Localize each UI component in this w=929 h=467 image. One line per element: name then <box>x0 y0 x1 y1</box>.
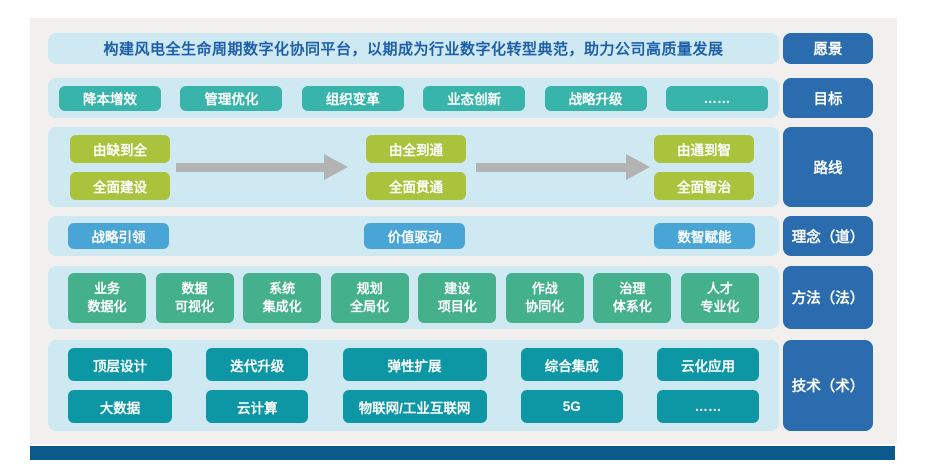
arrow-right-icon <box>176 154 348 180</box>
tech-chip: 顶层设计 <box>68 348 172 381</box>
side-label-route: 路线 <box>783 127 873 207</box>
principle-chip: 价值驱动 <box>364 223 465 249</box>
side-label-vision: 愿景 <box>783 33 873 64</box>
technologies-row: 顶层设计 大数据 迭代升级 云计算 弹性扩展 物联网/工业互联网 综合集成 5G… <box>48 340 779 431</box>
side-label-principles: 理念（道） <box>783 216 873 256</box>
tech-chip-ellipsis: …… <box>657 390 759 423</box>
vision-banner: 构建风电全生命周期数字化协同平台，以期成为行业数字化转型典范，助力公司高质量发展 <box>48 33 779 64</box>
tech-column: 综合集成 5G <box>520 348 623 423</box>
tech-chip: 5G <box>520 390 623 423</box>
tech-chip: 迭代升级 <box>206 348 309 381</box>
method-chip: 业务 数据化 <box>68 272 146 323</box>
tech-chip: 弹性扩展 <box>342 348 487 381</box>
goal-chip-ellipsis: …… <box>665 85 768 111</box>
method-chip: 作战 协同化 <box>505 272 584 323</box>
goal-chip: 业态创新 <box>423 85 526 111</box>
route-phase-chip: 由通到智 <box>654 135 754 163</box>
methods-row: 业务 数据化 数据 可视化 系统 集成化 规划 全局化 建设 项目化 作战 协同… <box>48 266 779 329</box>
route-row: 由缺到全 全面建设 由全到通 全面贯通 由通到智 全面智治 <box>48 127 779 207</box>
goals-row: 降本增效 管理优化 组织变革 业态创新 战略升级 …… <box>48 78 779 118</box>
method-chip: 治理 体系化 <box>593 272 672 323</box>
tech-chip: 物联网/工业互联网 <box>342 390 487 423</box>
method-chip: 建设 项目化 <box>418 272 497 323</box>
framework-panel: 构建风电全生命周期数字化协同平台，以期成为行业数字化转型典范，助力公司高质量发展… <box>30 18 897 444</box>
principle-chip: 数智赋能 <box>654 223 755 249</box>
tech-chip: 大数据 <box>68 390 172 423</box>
route-phase-chip: 由全到通 <box>366 135 466 163</box>
tech-column: 云化应用 …… <box>657 348 759 423</box>
tech-column: 顶层设计 大数据 <box>68 348 172 423</box>
method-chip: 系统 集成化 <box>243 272 322 323</box>
side-label-technologies: 技术（术） <box>783 340 873 431</box>
goal-chip: 降本增效 <box>59 85 161 111</box>
route-action-chip: 全面建设 <box>70 172 170 200</box>
principle-chip: 战略引领 <box>68 223 169 249</box>
route-action-chip: 全面贯通 <box>366 172 466 200</box>
bottom-accent-bar <box>30 446 895 460</box>
side-label-methods: 方法（法） <box>783 266 873 329</box>
side-label-goals: 目标 <box>783 78 873 118</box>
principles-row: 战略引领 价值驱动 数智赋能 <box>48 216 779 256</box>
method-chip: 人才 专业化 <box>680 272 759 323</box>
method-chip: 数据 可视化 <box>155 272 234 323</box>
tech-chip: 综合集成 <box>520 348 623 381</box>
route-action-chip: 全面智治 <box>654 172 754 200</box>
tech-column: 弹性扩展 物联网/工业互联网 <box>342 348 487 423</box>
tech-chip: 云化应用 <box>657 348 759 381</box>
goal-chip: 组织变革 <box>301 85 404 111</box>
goal-chip: 战略升级 <box>544 85 647 111</box>
method-chip: 规划 全局化 <box>330 272 409 323</box>
arrow-right-icon <box>476 154 650 180</box>
goal-chip: 管理优化 <box>180 85 283 111</box>
vision-banner-text: 构建风电全生命周期数字化协同平台，以期成为行业数字化转型典范，助力公司高质量发展 <box>103 41 724 58</box>
tech-column: 迭代升级 云计算 <box>206 348 309 423</box>
route-phase-chip: 由缺到全 <box>70 135 170 163</box>
tech-chip: 云计算 <box>206 390 309 423</box>
